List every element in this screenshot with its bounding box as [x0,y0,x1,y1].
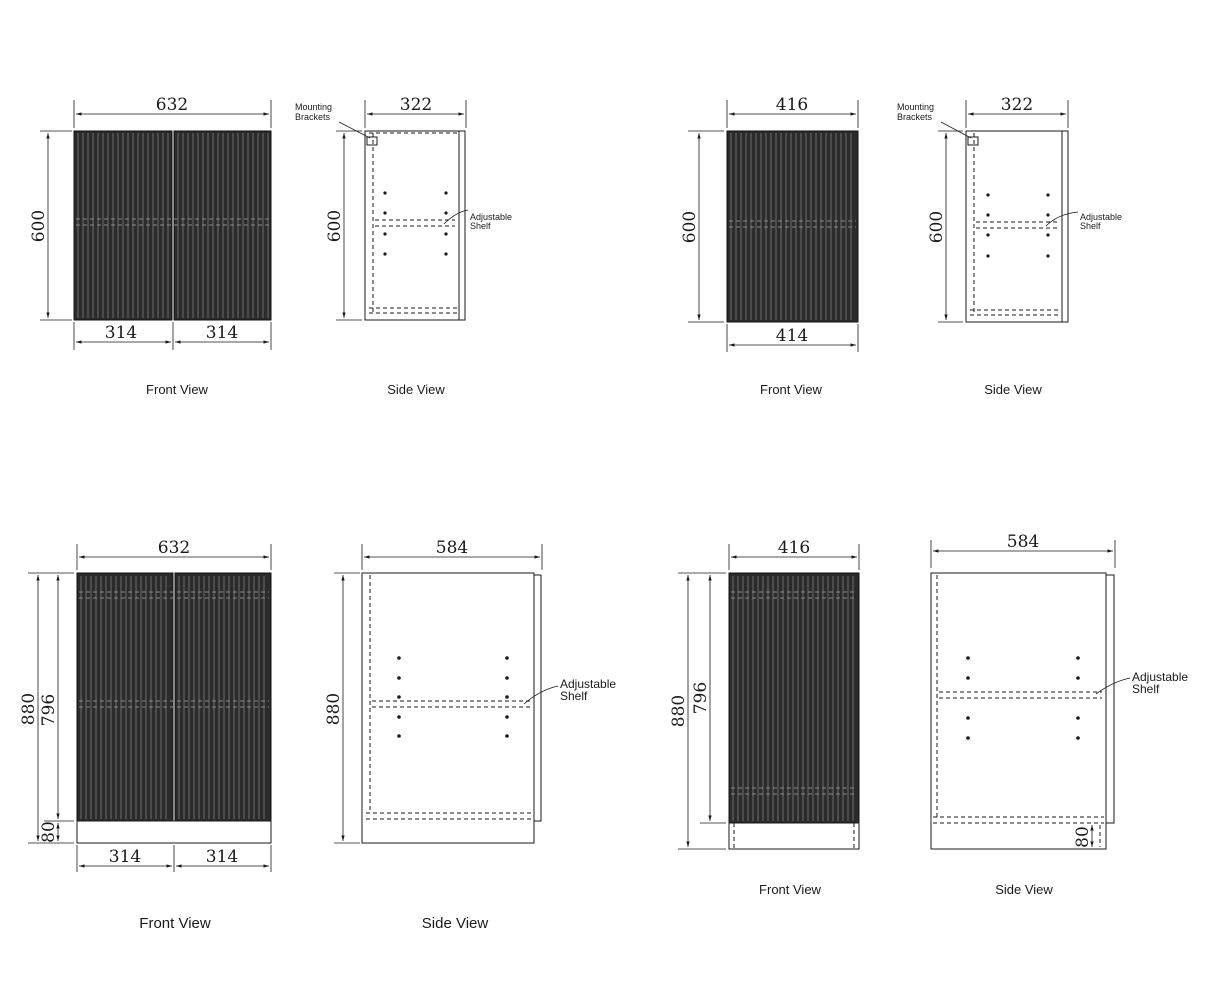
caption-front-view: Front View [760,382,823,397]
shelf-pin-holes [986,193,1050,258]
dimension-door-left: 314 [105,323,137,343]
note-brackets: Brackets [897,112,933,122]
door-left [76,572,174,822]
carcass-outline [965,130,1063,323]
dimension-depth: 322 [1001,95,1033,115]
dimension-kick: 80 [1073,826,1093,848]
note-brackets: Brackets [295,112,331,122]
dimension-height: 880 [324,693,344,725]
dimension-height: 880 [19,693,39,725]
side-view-3: 584 880 Adjustable Shelf Side View [324,538,616,932]
caption-side-view: Side View [387,382,445,397]
dimension-height: 880 [669,695,689,727]
front-view-2: 416 600 414 Front View [680,95,859,397]
leader-line [1045,211,1079,227]
leader-line [523,685,559,705]
caption-front-view: Front View [139,915,211,932]
dimension-door-width: 414 [776,326,808,346]
leader-line [443,209,469,225]
drawing-4: 416 880 796 Front View 584 [669,532,1188,897]
note-shelf: Shelf [470,221,491,231]
shelf-pin-holes [966,656,1080,740]
note-shelf: Shelf [1132,682,1160,696]
note-shelf: Shelf [1080,221,1101,231]
dimension-kick: 80 [39,821,59,843]
dimension-width: 632 [158,538,190,558]
mounting-bracket [967,136,979,146]
dimension-door-left: 314 [109,847,141,867]
front-view-4: 416 880 796 Front View [669,538,860,897]
door-slats [80,576,265,819]
drawing-1: 632 600 314 314 Front View [29,95,512,397]
note-adjustable: Adjustable [470,212,512,222]
dimension-height: 600 [927,211,947,243]
leader-line [338,121,371,139]
caption-side-view: Side View [984,382,1042,397]
dimension-door-right: 314 [206,323,238,343]
dimension-width: 416 [776,95,808,115]
front-view-3: 632 880 796 80 314 [19,538,272,932]
door-edge [458,130,466,321]
dimension-depth: 584 [1007,532,1039,552]
door-slats [732,576,854,821]
door-edge [1105,574,1115,824]
dimension-door-height: 796 [39,694,59,726]
door-slats [77,133,269,318]
kickboard [76,820,272,844]
door-edge [1061,130,1069,323]
kickboard [728,822,860,850]
leader-line [1095,677,1131,695]
caption-side-view: Side View [995,882,1053,897]
dimension-width: 632 [156,95,188,115]
drawing-2: 416 600 414 Front View 322 600 [680,95,1122,397]
drawing-3: 632 880 796 80 314 [19,538,616,932]
note-adjustable: Adjustable [1132,670,1188,684]
leader-line [940,121,972,139]
side-view-4: 584 80 Adjustable Shelf Side View [930,532,1188,897]
note-adjustable: Adjustable [1080,212,1122,222]
dimension-height: 600 [325,210,345,242]
note-mounting: Mounting [897,102,934,112]
shelf-pin-holes [397,656,509,738]
side-view-2: 322 600 Mounting Brackets Adjustabl [897,95,1122,397]
dimension-height: 600 [680,211,700,243]
note-mounting: Mounting [295,102,332,112]
dimension-door-right: 314 [206,847,238,867]
carcass-outline [930,572,1107,850]
mounting-bracket [366,136,378,146]
dimension-height: 600 [29,210,49,242]
side-view-1: 322 600 Mounting Brackets [295,95,512,397]
dimension-depth: 584 [436,538,468,558]
caption-front-view: Front View [146,382,209,397]
caption-front-view: Front View [759,882,822,897]
front-view-1: 632 600 314 314 Front View [29,95,272,397]
dimension-width: 416 [778,538,810,558]
door-edge [533,574,542,822]
caption-side-view: Side View [422,915,489,932]
dimension-door-height: 796 [691,682,711,714]
door [728,572,860,824]
note-shelf: Shelf [560,689,588,703]
carcass-outline [361,572,535,844]
dimension-depth: 322 [400,95,432,115]
shelf-pin-holes [383,191,448,256]
note-adjustable: Adjustable [560,677,616,691]
